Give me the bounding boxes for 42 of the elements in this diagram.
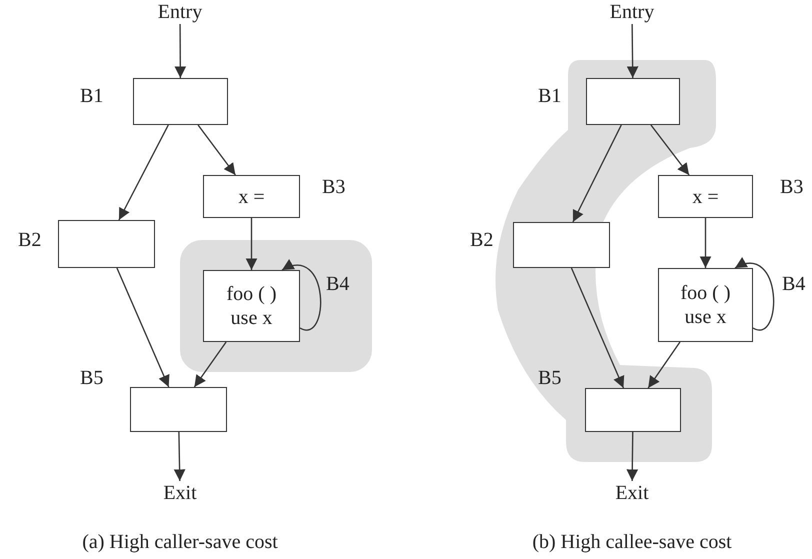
arrow [570, 268, 624, 388]
arrow [116, 268, 170, 388]
terminal-label: Entry [150, 0, 210, 24]
arrow [626, 432, 638, 481]
block-label: B3 [322, 175, 346, 199]
block-label: B4 [782, 272, 806, 296]
caption: (a) High caller-save cost [82, 530, 278, 554]
block-box: x = [658, 175, 753, 218]
block-label: B2 [470, 228, 494, 252]
arrow [174, 24, 186, 78]
arrow [734, 258, 774, 331]
block-box: foo ( ) use x [658, 268, 753, 342]
arrow [650, 124, 690, 176]
block-box [586, 78, 680, 125]
arrow [246, 218, 258, 270]
block-box: foo ( ) use x [203, 270, 300, 342]
block-label: B1 [538, 84, 562, 108]
block-label: B5 [538, 366, 562, 390]
block-label: B4 [326, 272, 350, 296]
arrow [174, 432, 186, 482]
block-box [58, 220, 155, 268]
block-box: x = [203, 175, 300, 218]
arrow [626, 24, 638, 78]
block-box [513, 222, 610, 268]
block-label: B3 [780, 175, 804, 199]
terminal-label: Exit [604, 481, 660, 505]
arrow [118, 124, 169, 220]
arrow [648, 342, 680, 388]
block-box [133, 78, 228, 125]
arrow [700, 218, 712, 268]
block-label: B5 [80, 366, 104, 390]
caption: (b) High callee-save cost [532, 530, 732, 554]
arrow [198, 124, 236, 176]
terminal-label: Exit [152, 481, 208, 505]
arrow [282, 260, 322, 331]
terminal-label: Entry [602, 0, 662, 24]
arrow [194, 342, 227, 388]
block-label: B2 [18, 228, 42, 252]
block-box [130, 387, 227, 432]
arrow [572, 124, 622, 222]
block-label: B1 [80, 84, 104, 108]
block-box [585, 388, 681, 432]
